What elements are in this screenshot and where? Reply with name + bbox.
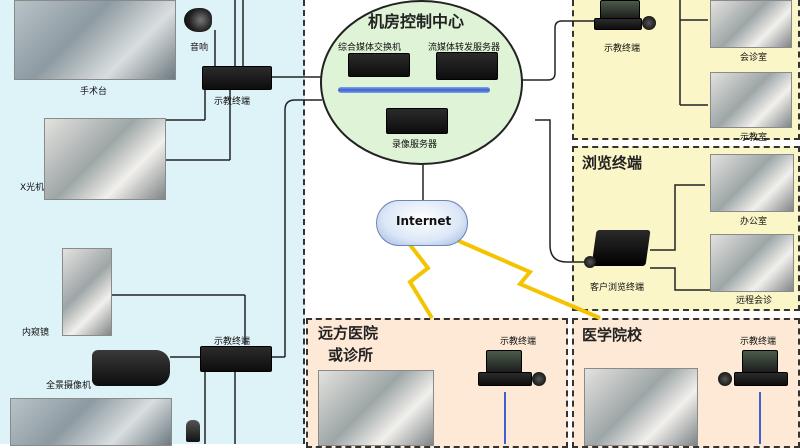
xray-label: X光机 bbox=[20, 183, 45, 193]
teaching-terminal-bottom bbox=[200, 346, 272, 372]
teaching-bottom-label: 示教终端 bbox=[214, 337, 251, 347]
remote-hospital-title-1: 远方医院 bbox=[318, 324, 379, 342]
remote-terminal-label: 示教终端 bbox=[500, 337, 537, 347]
xray-photo bbox=[44, 118, 166, 200]
endoscope-label: 内窥镜 bbox=[22, 328, 50, 338]
browse-title: 浏览终端 bbox=[582, 154, 643, 172]
switch-label: 综合媒体交换机 bbox=[338, 43, 402, 53]
camera-label: 全景摄像机 bbox=[46, 381, 92, 391]
surgery-label: 手术台 bbox=[80, 87, 108, 97]
center-bus bbox=[338, 87, 490, 93]
school-terminal bbox=[734, 372, 788, 386]
endoscope-photo bbox=[62, 248, 112, 336]
speaker-label: 音响 bbox=[190, 43, 209, 53]
surgery-photo bbox=[14, 0, 176, 80]
client-label: 客户浏览终端 bbox=[590, 283, 645, 293]
camera-icon bbox=[92, 350, 170, 386]
teaching-terminal-top bbox=[202, 66, 272, 90]
record-server-label: 录像服务器 bbox=[392, 140, 438, 150]
remote-hospital-title-2: 或诊所 bbox=[328, 346, 374, 364]
control-center-title: 机房控制中心 bbox=[368, 12, 465, 31]
consult-room-photo bbox=[710, 0, 792, 48]
stream-server bbox=[436, 52, 498, 80]
medical-school-title: 医学院校 bbox=[582, 326, 643, 344]
teach-room-photo bbox=[710, 72, 792, 128]
tr-camera-icon bbox=[642, 16, 656, 30]
record-server bbox=[386, 108, 448, 134]
remote-meeting-photo bbox=[710, 234, 794, 292]
tr-terminal bbox=[594, 18, 642, 30]
laptop-icon bbox=[591, 230, 651, 266]
stream-server-label: 流媒体转发服务器 bbox=[428, 43, 501, 53]
internet-cloud bbox=[376, 200, 468, 246]
remote-monitor bbox=[486, 350, 522, 374]
office-label: 办公室 bbox=[740, 217, 768, 227]
medical-school-photo bbox=[584, 368, 698, 446]
remote-hospital-photo bbox=[318, 370, 434, 446]
internet-label: Internet bbox=[396, 214, 452, 228]
teaching-top-label: 示教终端 bbox=[214, 97, 251, 107]
office-photo bbox=[710, 154, 794, 212]
media-switch bbox=[348, 53, 410, 77]
consult-room-label: 会诊室 bbox=[740, 53, 768, 63]
speaker-icon bbox=[184, 8, 212, 32]
school-terminal-label: 示教终端 bbox=[740, 337, 777, 347]
remote-meeting-label: 远程会诊 bbox=[736, 296, 773, 306]
control-center-ellipse bbox=[320, 0, 523, 165]
school-monitor bbox=[742, 350, 778, 374]
operating-room-photo bbox=[10, 398, 172, 446]
remote-terminal bbox=[478, 372, 532, 386]
tr-terminal-label: 示教终端 bbox=[604, 44, 641, 54]
tr-monitor bbox=[600, 0, 640, 20]
teach-room-label: 示教室 bbox=[740, 133, 768, 143]
browse-camera-icon bbox=[584, 256, 596, 268]
remote-camera-icon bbox=[532, 372, 546, 386]
school-camera-icon bbox=[718, 372, 732, 386]
microphone-icon bbox=[186, 420, 200, 442]
